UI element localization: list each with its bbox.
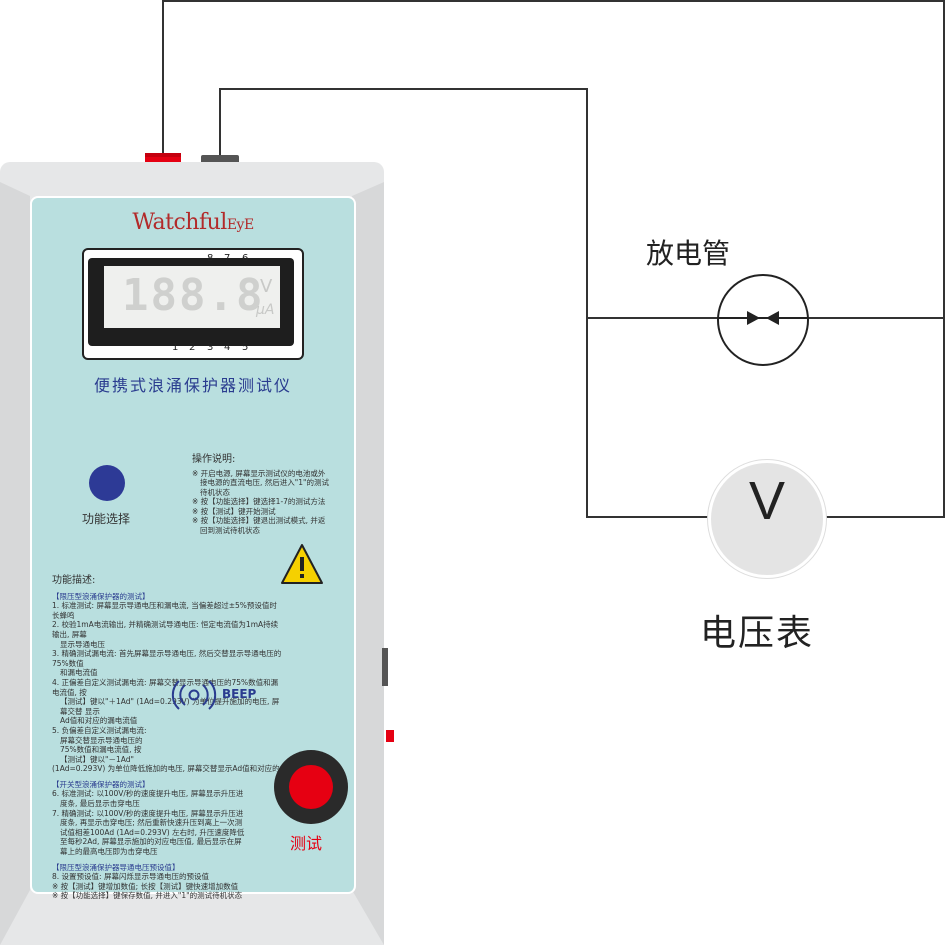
test-button-label: 测试 (290, 834, 323, 853)
lcd-unit-microamp: μA (256, 302, 275, 318)
description-line: ※ 按【功能选择】键保存数值, 并进入"1"的测试待机状态 (52, 891, 243, 901)
description-line: 75%数值和漏电流值, 按 (60, 745, 142, 755)
lcd-pin-2: 2 (189, 342, 196, 353)
wire-left-vertical (586, 88, 588, 518)
section-heading: 【限压型浪涌保护器导通电压预设值】 (52, 862, 180, 872)
description-line: Ad值和对应的漏电流值 (60, 716, 138, 726)
description-line: (1Ad=0.293V) 为单位降低施加的电压, 屏幕交替显示Ad值和对应的 漏… (52, 764, 313, 774)
beep-label: BEEP (222, 687, 257, 701)
lcd-pin-4: 4 (224, 342, 231, 353)
wire-red-top (162, 0, 945, 2)
red-terminal (145, 155, 181, 165)
description-line: 显示导通电压 (60, 639, 105, 649)
description-line: 屏幕交替显示导通电压的 (60, 735, 143, 745)
lcd-pin-6: 6 (242, 253, 249, 264)
description-line: 至每秒2Ad, 屏幕显示施加的对应电压值, 最后显示在屏 (60, 837, 242, 847)
brand-eye: EyE (226, 217, 254, 233)
red-terminal-cap (145, 153, 181, 157)
section-heading: 【开关型浪涌保护器的测试】 (52, 779, 150, 789)
device-title: 便携式浪涌保护器测试仪 (93, 376, 292, 395)
lcd-pin-5: 5 (242, 342, 249, 353)
description-line: 度条, 最后显示击穿电压 (60, 799, 140, 809)
wire-voltmeter-left (586, 516, 710, 518)
description-line: 和漏电流值 (60, 668, 98, 678)
description-line: 度条, 再显示击穿电压; 然后重新快速升压到离上一次测 (60, 818, 243, 828)
operation-line: 接电源的直流电压, 然后进入"1"的测试 (200, 478, 329, 487)
lcd-digits: 188.8 (122, 270, 265, 321)
description-line: 【测试】键以"－1Ad" (60, 754, 134, 764)
brand-main: Watchful (132, 210, 227, 235)
lcd-screen (104, 266, 280, 328)
operation-line: ※ 开启电源, 屏幕显示测试仪的电池或外 (192, 468, 326, 478)
wire-black-vertical (219, 88, 221, 155)
operation-instructions: 操作说明: ※ 开启电源, 屏幕显示测试仪的电池或外 接电源的直流电压, 然后进… (192, 455, 362, 535)
description-line: 5. 负偏差自定义测试漏电流: (52, 725, 147, 735)
description-line: ※ 按【测试】键增加数值; 长按【测试】键快速增加数值 (52, 881, 239, 891)
description-line: 幕上的最高电压即为击穿电压 (60, 847, 158, 857)
lcd-pin-7: 7 (224, 253, 231, 264)
description-line: 4. 正偏差自定义测试漏电流: 屏幕交替显示导通电压的75%数值和漏电流值, 按 (52, 677, 279, 697)
voltmeter-label: 电压表 (700, 613, 815, 654)
function-heading: 功能描述: (52, 575, 96, 586)
function-select-label: 功能选择 (82, 512, 131, 526)
operation-line: ※ 按【功能选择】键选择1-7的测试方法 (192, 497, 326, 506)
discharge-tube-label: 放电管 (646, 237, 731, 270)
test-button-cap[interactable] (289, 765, 333, 809)
description-line: 3. 精确测试漏电流: 首先屏幕显示导通电压, 然后交替显示导通电压的75%数值 (52, 649, 282, 668)
operation-line: 回到测试待机状态 (200, 525, 260, 535)
lcd-pin-8: 8 (207, 253, 214, 264)
brand-logo: WatchfulEyE (30, 210, 356, 235)
function-select-button[interactable] (89, 465, 125, 501)
voltmeter-letter: V (748, 471, 786, 531)
description-line: 2. 校验1mA电流输出, 并精确测试导通电压: 恒定电流值为1mA持续输出, … (52, 620, 279, 639)
operation-line: ※ 按【测试】键开始测试 (192, 506, 276, 516)
beep-speaker-icon (171, 680, 217, 710)
discharge-tube-symbol (717, 274, 809, 366)
description-line: 6. 标准测试: 以100V/秒的速度提升电压, 屏幕显示升压进 (52, 789, 244, 799)
voltmeter-symbol (708, 460, 826, 578)
section-heading: 【限压型浪涌保护器的测试】 (52, 591, 150, 601)
lcd-unit-volt: V (260, 276, 273, 297)
casing-bevel (0, 182, 384, 945)
wire-red-vertical (162, 0, 164, 155)
description-line: 【测试】键以"＋1Ad" (1Ad=0.293V) 为单位提升施加的电压, 屏幕… (60, 697, 280, 716)
description-line: 1. 标准测试: 屏幕显示导通电压和漏电流, 当偏差超过±5%预设值时长蜂鸣 (52, 601, 277, 620)
function-description: 功能描述: 【限压型浪涌保护器的测试】 1. 标准测试: 屏幕显示导通电压和漏电… (52, 575, 313, 901)
discharge-tube-arrows-icon (717, 311, 809, 325)
description-line: 试值相差100Ad (1Ad=0.293V) 左右时, 升压速度降低 (60, 827, 245, 837)
wire-black-top (219, 88, 587, 90)
wire-right-vertical (943, 0, 945, 518)
wire-voltmeter-right (822, 516, 945, 518)
side-switch[interactable] (382, 648, 388, 686)
black-terminal (201, 155, 239, 165)
description-line: 8. 设置预设值: 屏幕闪烁显示导通电压的预设值 (52, 872, 209, 882)
operation-line: ※ 按【功能选择】键退出测试模式, 并返 (192, 516, 326, 525)
lcd-pin-1: 1 (172, 342, 179, 353)
operation-line: 待机状态 (200, 487, 230, 497)
description-line: 7. 精确测试: 以100V/秒的速度提升电压, 屏幕显示升压进 (52, 808, 244, 818)
lcd-pin-3: 3 (207, 342, 214, 353)
side-port (386, 730, 394, 742)
warning-icon (281, 544, 323, 584)
operation-heading: 操作说明: (192, 454, 236, 465)
